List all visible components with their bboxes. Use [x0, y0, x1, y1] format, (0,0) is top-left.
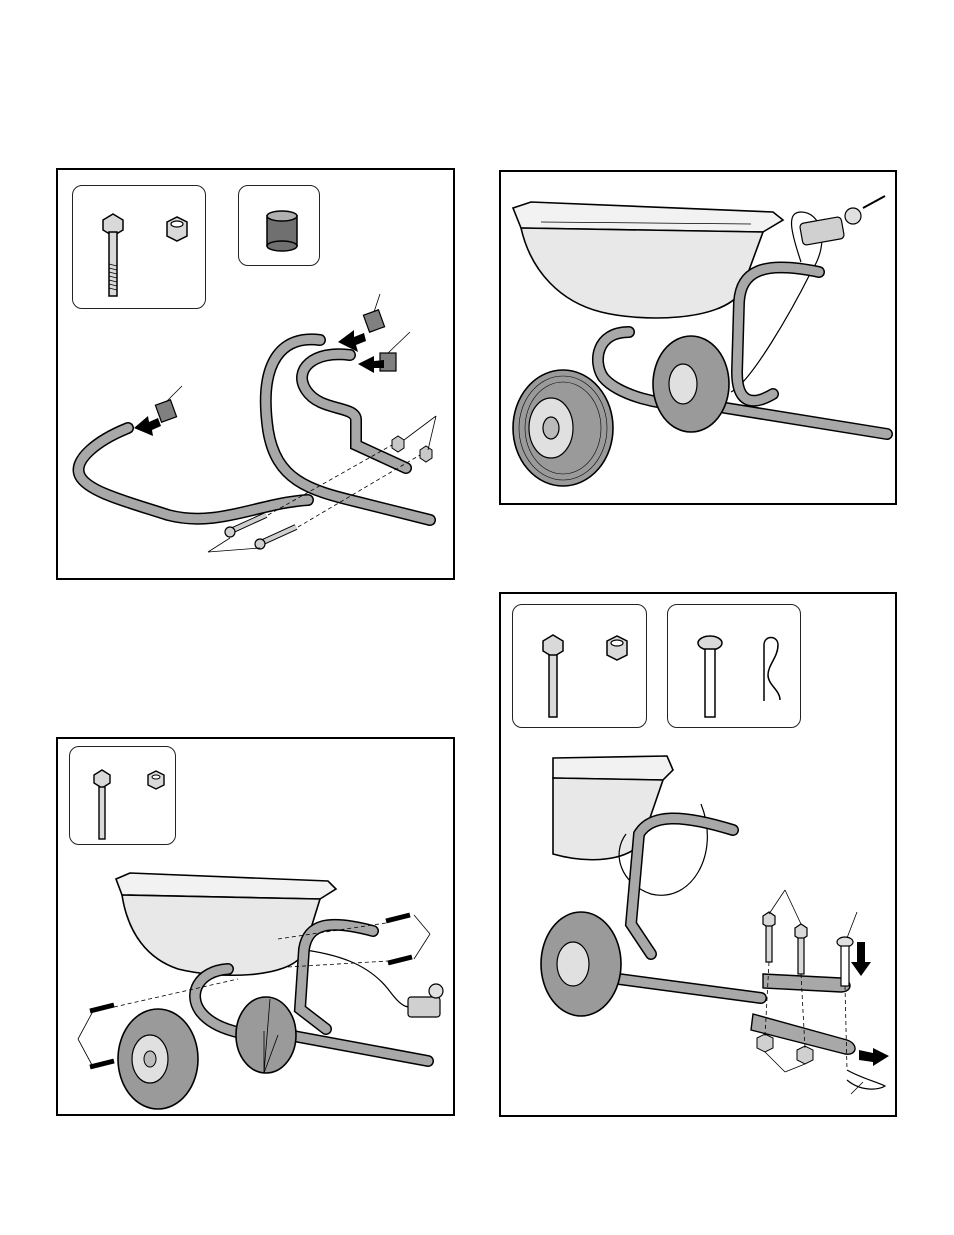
hair-pin-cotter-icon — [847, 1070, 885, 1089]
direction-arrow-icon — [134, 330, 384, 436]
step-3-panel — [56, 737, 455, 1116]
frame-assembly-illustration — [58, 739, 455, 1116]
step-4-panel — [499, 592, 897, 1117]
control-lever-icon — [799, 196, 885, 245]
wheel — [513, 370, 613, 486]
hopper — [553, 756, 673, 860]
hex-bolt-icon — [225, 515, 296, 549]
direction-arrow-icon — [851, 942, 889, 1066]
hitch-assembly-illustration — [501, 594, 897, 1117]
spreader-illustration — [501, 172, 897, 505]
step-2-panel — [499, 170, 897, 505]
wheel — [236, 997, 296, 1073]
wheel — [653, 336, 729, 432]
step-1-panel — [56, 168, 455, 580]
handle-assembly-illustration — [58, 170, 455, 580]
hex-bolt-icon — [763, 912, 807, 974]
wheel — [541, 912, 621, 1016]
wheel — [118, 1009, 198, 1109]
control-lever-icon — [408, 984, 443, 1017]
